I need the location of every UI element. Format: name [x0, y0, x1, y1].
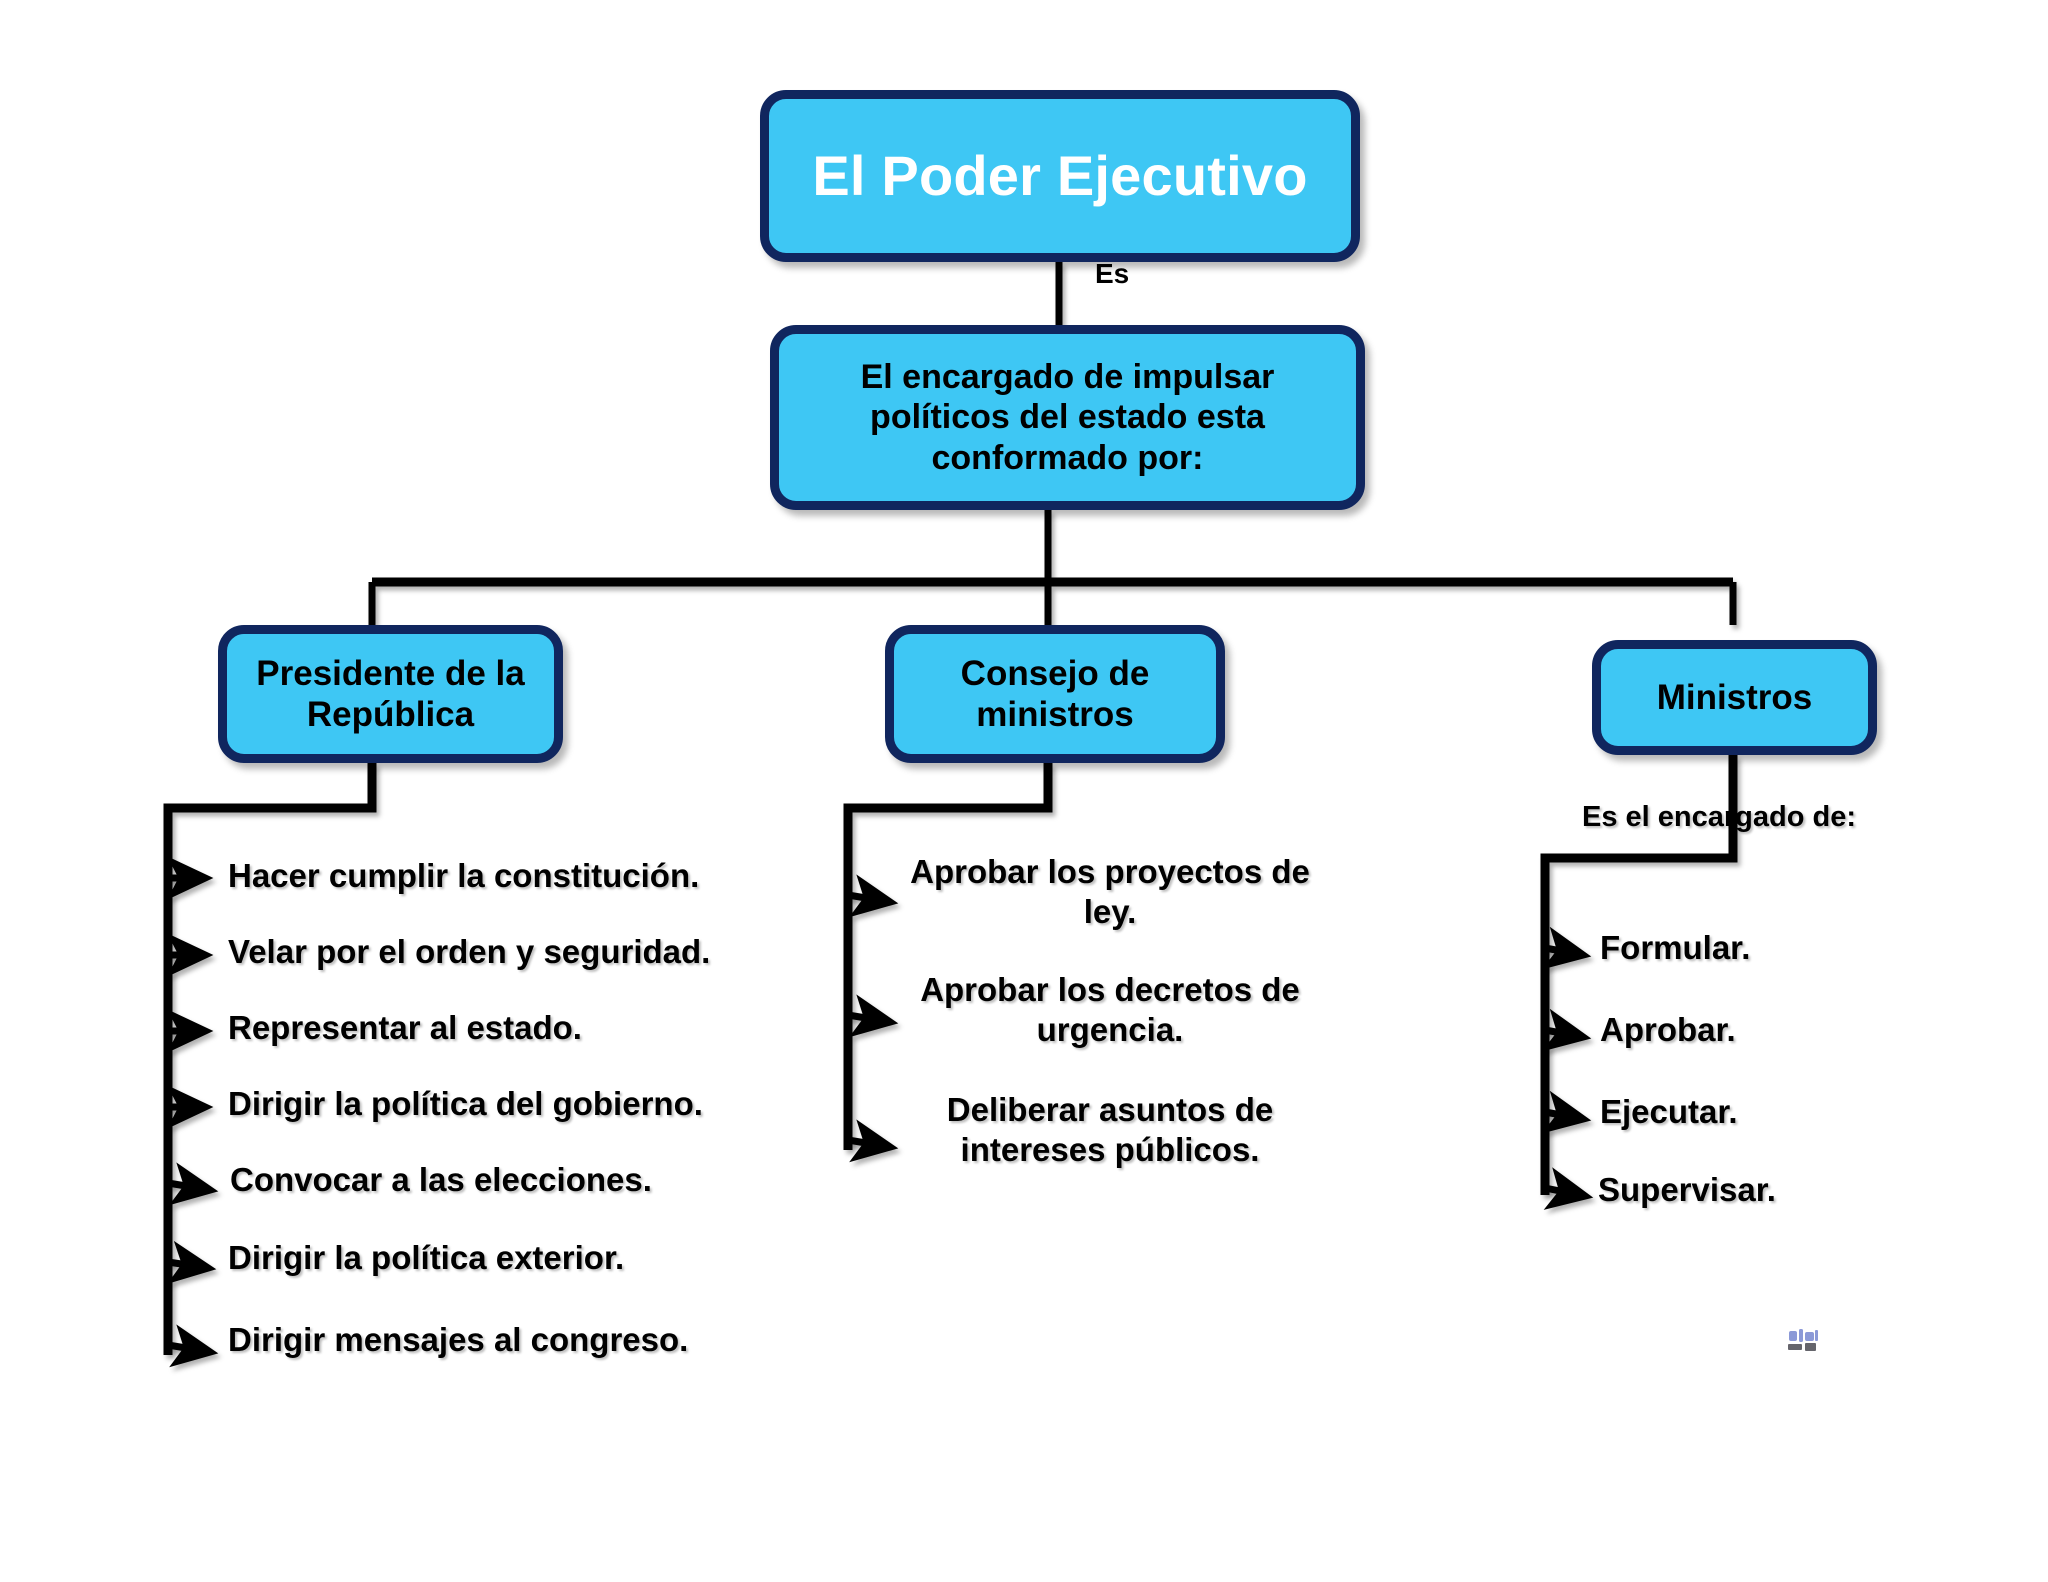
arrow-presidente-6	[167, 1240, 217, 1284]
node-presidente-de-la-republica[interactable]: Presidente de la República	[218, 625, 563, 763]
node-presidente-label: Presidente de la República	[256, 653, 525, 734]
leaf-presidente-1: Hacer cumplir la constitución.	[228, 857, 700, 894]
node-poder-ejecutivo-label: El Poder Ejecutivo	[812, 143, 1308, 207]
leaf-presidente-5: Convocar a las elecciones.	[230, 1161, 652, 1198]
node-poder-ejecutivo[interactable]: El Poder Ejecutivo	[760, 90, 1360, 262]
watermark-glyph-icon	[1786, 1328, 1826, 1358]
arrow-presidente-7	[167, 1324, 219, 1368]
caption-ministros-encargado: Es el encargado de:	[1582, 801, 1856, 833]
leaf-consejo-1: Aprobar los proyectos de ley.	[910, 853, 1310, 931]
leaf-consejo-3: Deliberar asuntos de intereses públicos.	[946, 1091, 1274, 1169]
leaf-ministros-3: Ejecutar.	[1600, 1093, 1738, 1130]
arrow-consejo-1	[847, 874, 899, 918]
leaf-presidente-3: Representar al estado.	[228, 1009, 582, 1046]
node-definicion[interactable]: El encargado de impulsar políticos del e…	[770, 325, 1365, 510]
node-definicion-label: El encargado de impulsar políticos del e…	[860, 358, 1275, 477]
node-consejo-label: Consejo de ministros	[960, 653, 1150, 734]
leaf-consejo-2: Aprobar los decretos de urgencia.	[920, 971, 1300, 1049]
arrow-consejo-3	[847, 1119, 899, 1163]
arrow-presidente-5	[167, 1162, 219, 1206]
leaf-presidente-7: Dirigir mensajes al congreso.	[228, 1321, 689, 1358]
leaf-ministros-1: Formular.	[1600, 929, 1751, 966]
arrow-ministros-1	[1541, 926, 1592, 970]
leaf-presidente-2: Velar por el orden y seguridad.	[228, 933, 711, 970]
node-consejo-de-ministros[interactable]: Consejo de ministros	[885, 625, 1225, 763]
arrow-ministros-4	[1543, 1167, 1594, 1210]
arrow-ministros-2	[1541, 1008, 1592, 1052]
edge-label-es: Es	[1095, 258, 1130, 289]
leaf-presidente-4: Dirigir la política del gobierno.	[228, 1085, 703, 1122]
arrow-consejo-2	[847, 994, 899, 1038]
node-ministros[interactable]: Ministros	[1592, 640, 1877, 755]
arrow-ministros-3	[1541, 1090, 1592, 1134]
leaf-ministros-4: Supervisar.	[1598, 1171, 1776, 1208]
leaf-ministros-2: Aprobar.	[1600, 1011, 1736, 1048]
node-ministros-label: Ministros	[1656, 677, 1813, 717]
leaf-presidente-6: Dirigir la política exterior.	[228, 1239, 625, 1276]
